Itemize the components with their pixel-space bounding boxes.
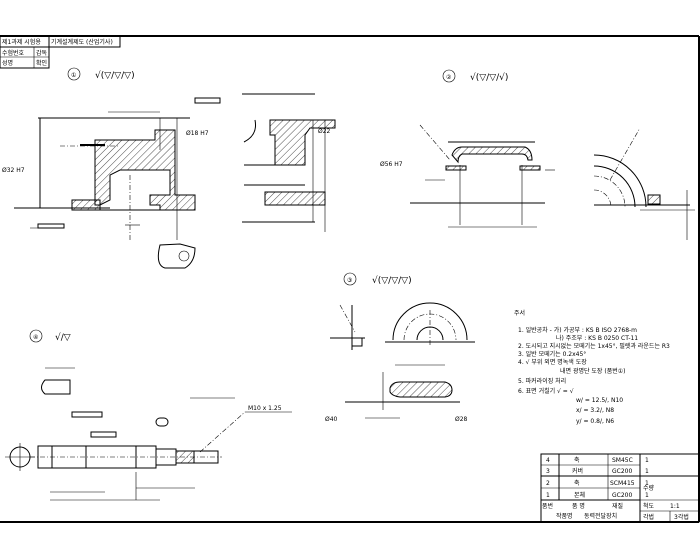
svg-text:3: 3 [546, 468, 550, 475]
note-line: 2. 도시되고 지시없는 모떼기는 1x45°, 필렛과 라운드는 R3 [518, 342, 670, 350]
scale-label: 척도 [643, 502, 655, 510]
svg-text:4: 4 [546, 457, 550, 464]
svg-text:2: 2 [546, 480, 550, 487]
work-name-label: 작품명 [556, 512, 573, 520]
header-row1-label: 수험번호 [2, 49, 25, 57]
projection-label: 각법 [643, 513, 654, 521]
header-title-left: 제1과제 시험용 [2, 38, 41, 46]
notes-heading: 주서 [514, 309, 525, 317]
header-row1-value: 감독 [36, 50, 48, 57]
svg-text:④: ④ [33, 334, 38, 341]
svg-text:1: 1 [645, 468, 649, 475]
svg-text:재질: 재질 [612, 502, 623, 510]
surface-finish-symbols: √(▽/▽/▽) [95, 70, 135, 81]
svg-text:커버: 커버 [572, 467, 583, 475]
note-line: 5. 파커라이징 처리 [518, 377, 566, 385]
svg-text:축: 축 [574, 479, 580, 487]
svg-text:②: ② [446, 74, 452, 81]
projection-value: 3각법 [674, 513, 689, 521]
work-name: 동력전달장치 [584, 512, 617, 520]
parts-header-row: 품번 품 명 재질 수량 [542, 485, 655, 510]
note-line: 4. √ 부위 외면 명녹색 도장 [518, 358, 587, 366]
svg-text:Ø22: Ø22 [318, 128, 331, 135]
part-2-quarter-view [593, 127, 695, 240]
title-block: 4 축 SM45C 1 3 커버 GC200 1 2 축 SCM415 1 1 … [0, 453, 700, 523]
svg-text:Ø28: Ø28 [455, 416, 468, 423]
header-title-right: 기계설계제도 (산업기사) [51, 38, 113, 46]
surface-finish-symbols: √(▽/▽/▽) [372, 275, 412, 286]
view-label-1: ① √(▽/▽/▽) [67, 67, 135, 81]
note-line: 내면 광명단 도장 (품번①) [560, 367, 625, 375]
svg-text:품 명: 품 명 [572, 502, 585, 510]
note-line: y/ = 0.8/, N6 [576, 418, 614, 425]
note-line: 3. 일반 모떼기는 0.2x45° [518, 350, 586, 358]
parts-row: 1 본체 GC200 1 [546, 491, 649, 499]
parts-row: 3 커버 GC200 1 [546, 467, 649, 475]
part-2-section-view: Ø56 H7 [380, 124, 555, 228]
svg-text:SCM415: SCM415 [610, 480, 635, 487]
note-line: 6. 표면 거칠기 √ = √ [518, 387, 574, 395]
part-3-views: Ø40 Ø28 [325, 302, 475, 423]
scale-value: 1:1 [670, 503, 680, 510]
note-line: 나) 주조부 : KS B 0250 CT-11 [556, 334, 638, 342]
part-1-section-view: Ø18 H7 Ø32 H7 [2, 97, 221, 269]
svg-text:Ø32 H7: Ø32 H7 [2, 167, 25, 174]
svg-text:GC200: GC200 [612, 468, 632, 475]
view-label-4: ④ √/▽ [29, 329, 71, 343]
svg-text:1: 1 [645, 457, 649, 464]
part-1-side-view: Ø22 [242, 93, 336, 232]
svg-text:①: ① [71, 72, 76, 79]
parts-row: 4 축 SM45C 1 [546, 456, 649, 464]
header-row2-value: 확인 [36, 59, 47, 67]
parts-row: 2 축 SCM415 1 [546, 479, 649, 487]
svg-text:수량: 수량 [643, 485, 655, 492]
svg-text:1: 1 [645, 492, 649, 499]
svg-text:본체: 본체 [574, 491, 585, 499]
svg-text:M10 x 1.25: M10 x 1.25 [248, 405, 282, 412]
svg-text:Ø40: Ø40 [325, 416, 338, 423]
svg-text:③: ③ [347, 277, 352, 284]
view-label-3: ③ √(▽/▽/▽) [343, 272, 412, 286]
surface-finish-symbols: √(▽/▽/√) [470, 72, 508, 83]
notes: 주서 1. 일반공차 - 가) 가공부 : KS B ISO 2768-m 나)… [514, 309, 670, 425]
note-line: w/ = 12.5/, N10 [576, 397, 623, 404]
note-line: 1. 일반공차 - 가) 가공부 : KS B ISO 2768-m [518, 326, 637, 334]
svg-text:SM45C: SM45C [612, 457, 633, 464]
svg-text:1: 1 [645, 480, 649, 487]
svg-text:축: 축 [574, 456, 580, 464]
note-line: x/ = 3.2/, N8 [576, 407, 614, 414]
svg-text:Ø56 H7: Ø56 H7 [380, 161, 403, 168]
header-box: 제1과제 시험용 기계설계제도 (산업기사) 수험번호 감독 성명 확인 [0, 35, 121, 69]
header-row2-label: 성명 [2, 59, 13, 67]
svg-text:Ø18 H7: Ø18 H7 [186, 130, 209, 137]
surface-finish-symbols: √/▽ [55, 332, 71, 343]
svg-text:1: 1 [546, 492, 550, 499]
view-label-2: ② √(▽/▽/√) [442, 69, 508, 83]
part-4-shaft-view: M10 x 1.25 [5, 367, 292, 501]
svg-text:품번: 품번 [542, 502, 553, 510]
svg-text:GC200: GC200 [612, 492, 632, 499]
